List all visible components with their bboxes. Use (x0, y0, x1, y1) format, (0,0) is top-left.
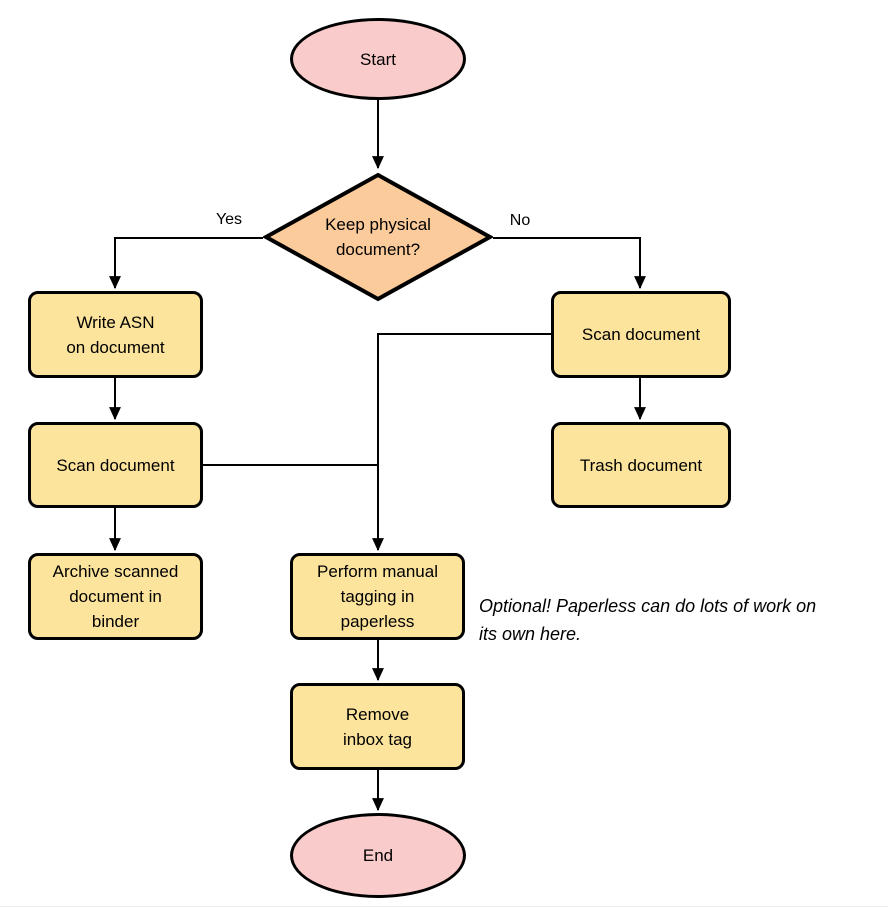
optional-note: Optional! Paperless can do lots of work … (479, 596, 817, 644)
end-label: End (362, 846, 394, 865)
archive-label: Archive scanned document in binder (52, 562, 179, 631)
edge-label-yes: Yes (215, 211, 243, 228)
remove-inbox-tag-label: Remove inbox tag (343, 704, 412, 749)
process-write-asn-node: Write ASN on document (28, 291, 203, 378)
write-asn-label: Write ASN on document (66, 312, 165, 357)
trash-document-label: Trash document (579, 455, 703, 475)
end-terminal-node: End (290, 813, 466, 898)
decision-diamond-shape (263, 172, 493, 302)
start-terminal-node: Start (290, 18, 466, 100)
scan-document-right-label: Scan document (581, 325, 701, 344)
decision-keep-physical-document-node: Keep physical document? (263, 172, 493, 302)
process-trash-document-node: Trash document (551, 422, 731, 508)
process-scan-document-right-node: Scan document (551, 291, 731, 378)
process-manual-tagging-node: Perform manual tagging in paperless (290, 553, 465, 640)
decision-label: Keep physical document? (325, 215, 431, 259)
process-remove-inbox-tag-node: Remove inbox tag (290, 683, 465, 770)
edge-decision-no-to-scan-right (493, 237, 646, 290)
start-label: Start (360, 49, 396, 69)
scan-document-left-label: Scan document (56, 455, 175, 475)
manual-tagging-label: Perform manual tagging in paperless (317, 562, 438, 631)
edge-scan-right-to-tagging (372, 333, 551, 552)
edge-label-no: No (509, 212, 531, 229)
process-scan-document-left-node: Scan document (28, 422, 203, 508)
process-archive-node: Archive scanned document in binder (28, 553, 203, 640)
edge-decision-yes-to-write-asn (109, 237, 263, 290)
